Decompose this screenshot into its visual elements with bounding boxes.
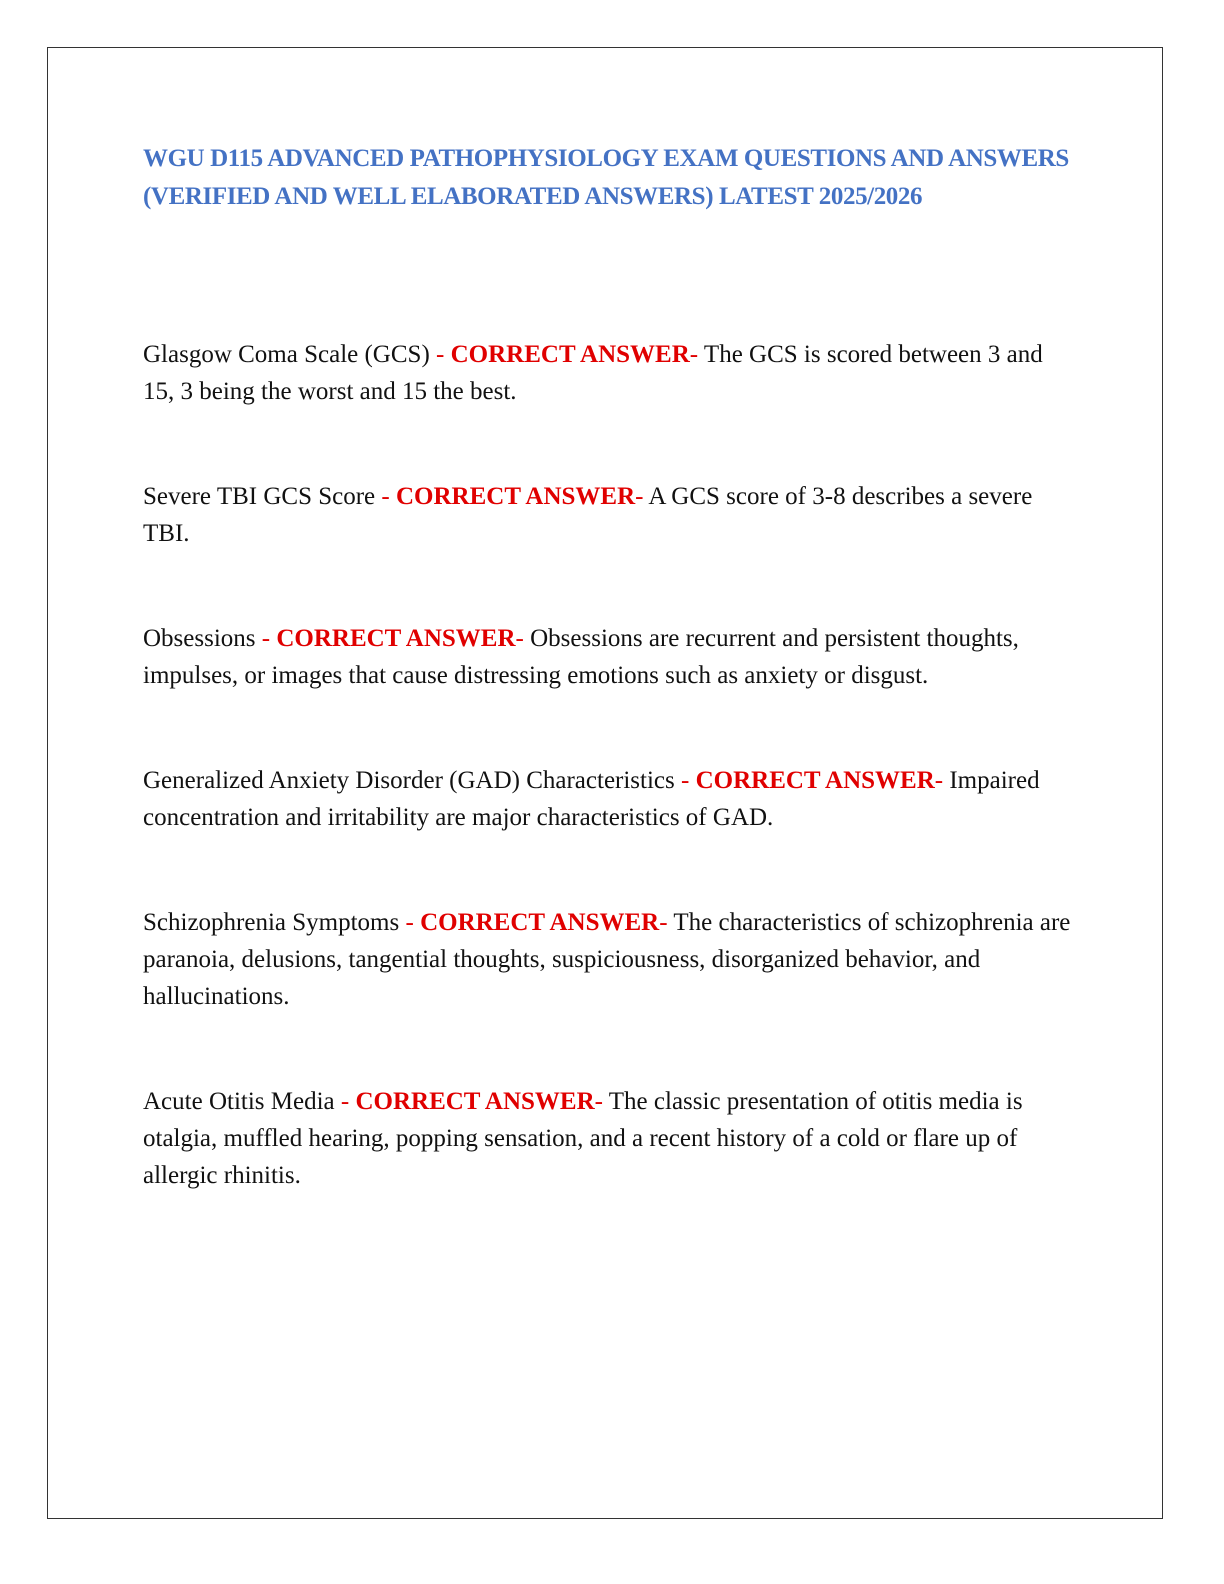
qa-term: Severe TBI GCS Score [143, 483, 376, 510]
qa-separator: - [399, 909, 421, 936]
qa-item: Acute Otitis Media - CORRECT ANSWER- The… [143, 1083, 1078, 1194]
qa-marker-suffix: - [934, 767, 950, 794]
qa-separator: - [334, 1088, 356, 1115]
qa-term: Schizophrenia Symptoms [143, 909, 400, 936]
qa-separator: - [429, 341, 451, 368]
qa-separator: - [674, 767, 696, 794]
qa-term: Acute Otitis Media [143, 1088, 335, 1115]
qa-term: Obsessions [143, 625, 256, 652]
qa-term: Generalized Anxiety Disorder (GAD) Chara… [143, 767, 675, 794]
correct-answer-marker: CORRECT ANSWER [695, 767, 935, 794]
correct-answer-marker: CORRECT ANSWER [276, 625, 516, 652]
qa-answer: The classic presentation of otitis media… [143, 1088, 1023, 1189]
qa-item: Obsessions - CORRECT ANSWER- Obsessions … [143, 620, 1078, 694]
qa-marker-suffix: - [689, 341, 704, 368]
qa-term: Glasgow Coma Scale (GCS) [143, 341, 430, 368]
correct-answer-marker: CORRECT ANSWER [450, 341, 690, 368]
qa-answer: Obsessions are recurrent and persistent … [143, 625, 1019, 689]
document-title: WGU D115 ADVANCED PATHOPHYSIOLOGY EXAM Q… [143, 145, 1069, 210]
correct-answer-marker: CORRECT ANSWER [395, 483, 636, 510]
correct-answer-marker: CORRECT ANSWER [420, 909, 660, 936]
qa-item: Severe TBI GCS Score - CORRECT ANSWER- A… [143, 478, 1078, 552]
qa-item: Glasgow Coma Scale (GCS) - CORRECT ANSWE… [143, 336, 1078, 410]
page-border [47, 47, 1163, 1519]
qa-item: Schizophrenia Symptoms - CORRECT ANSWER-… [143, 904, 1078, 1015]
qa-answer: The characteristics of schizophrenia are… [143, 909, 1071, 1010]
qa-separator: - [255, 625, 277, 652]
qa-item: Generalized Anxiety Disorder (GAD) Chara… [143, 762, 1078, 836]
qa-list: Glasgow Coma Scale (GCS) - CORRECT ANSWE… [143, 336, 1078, 1194]
document-content: WGU D115 ADVANCED PATHOPHYSIOLOGY EXAM Q… [143, 140, 1078, 1262]
qa-marker-suffix: - [594, 1088, 609, 1115]
qa-separator: - [375, 483, 396, 510]
qa-answer: A GCS score of 3-8 describes a severe TB… [143, 483, 1033, 547]
qa-marker-suffix: - [659, 909, 674, 936]
qa-marker-suffix: - [515, 625, 531, 652]
qa-answer: The GCS is scored between 3 and 15, 3 be… [143, 341, 1043, 405]
correct-answer-marker: CORRECT ANSWER [355, 1088, 595, 1115]
qa-marker-suffix: - [635, 483, 649, 510]
qa-answer: Impaired concentration and irritability … [143, 767, 1040, 831]
